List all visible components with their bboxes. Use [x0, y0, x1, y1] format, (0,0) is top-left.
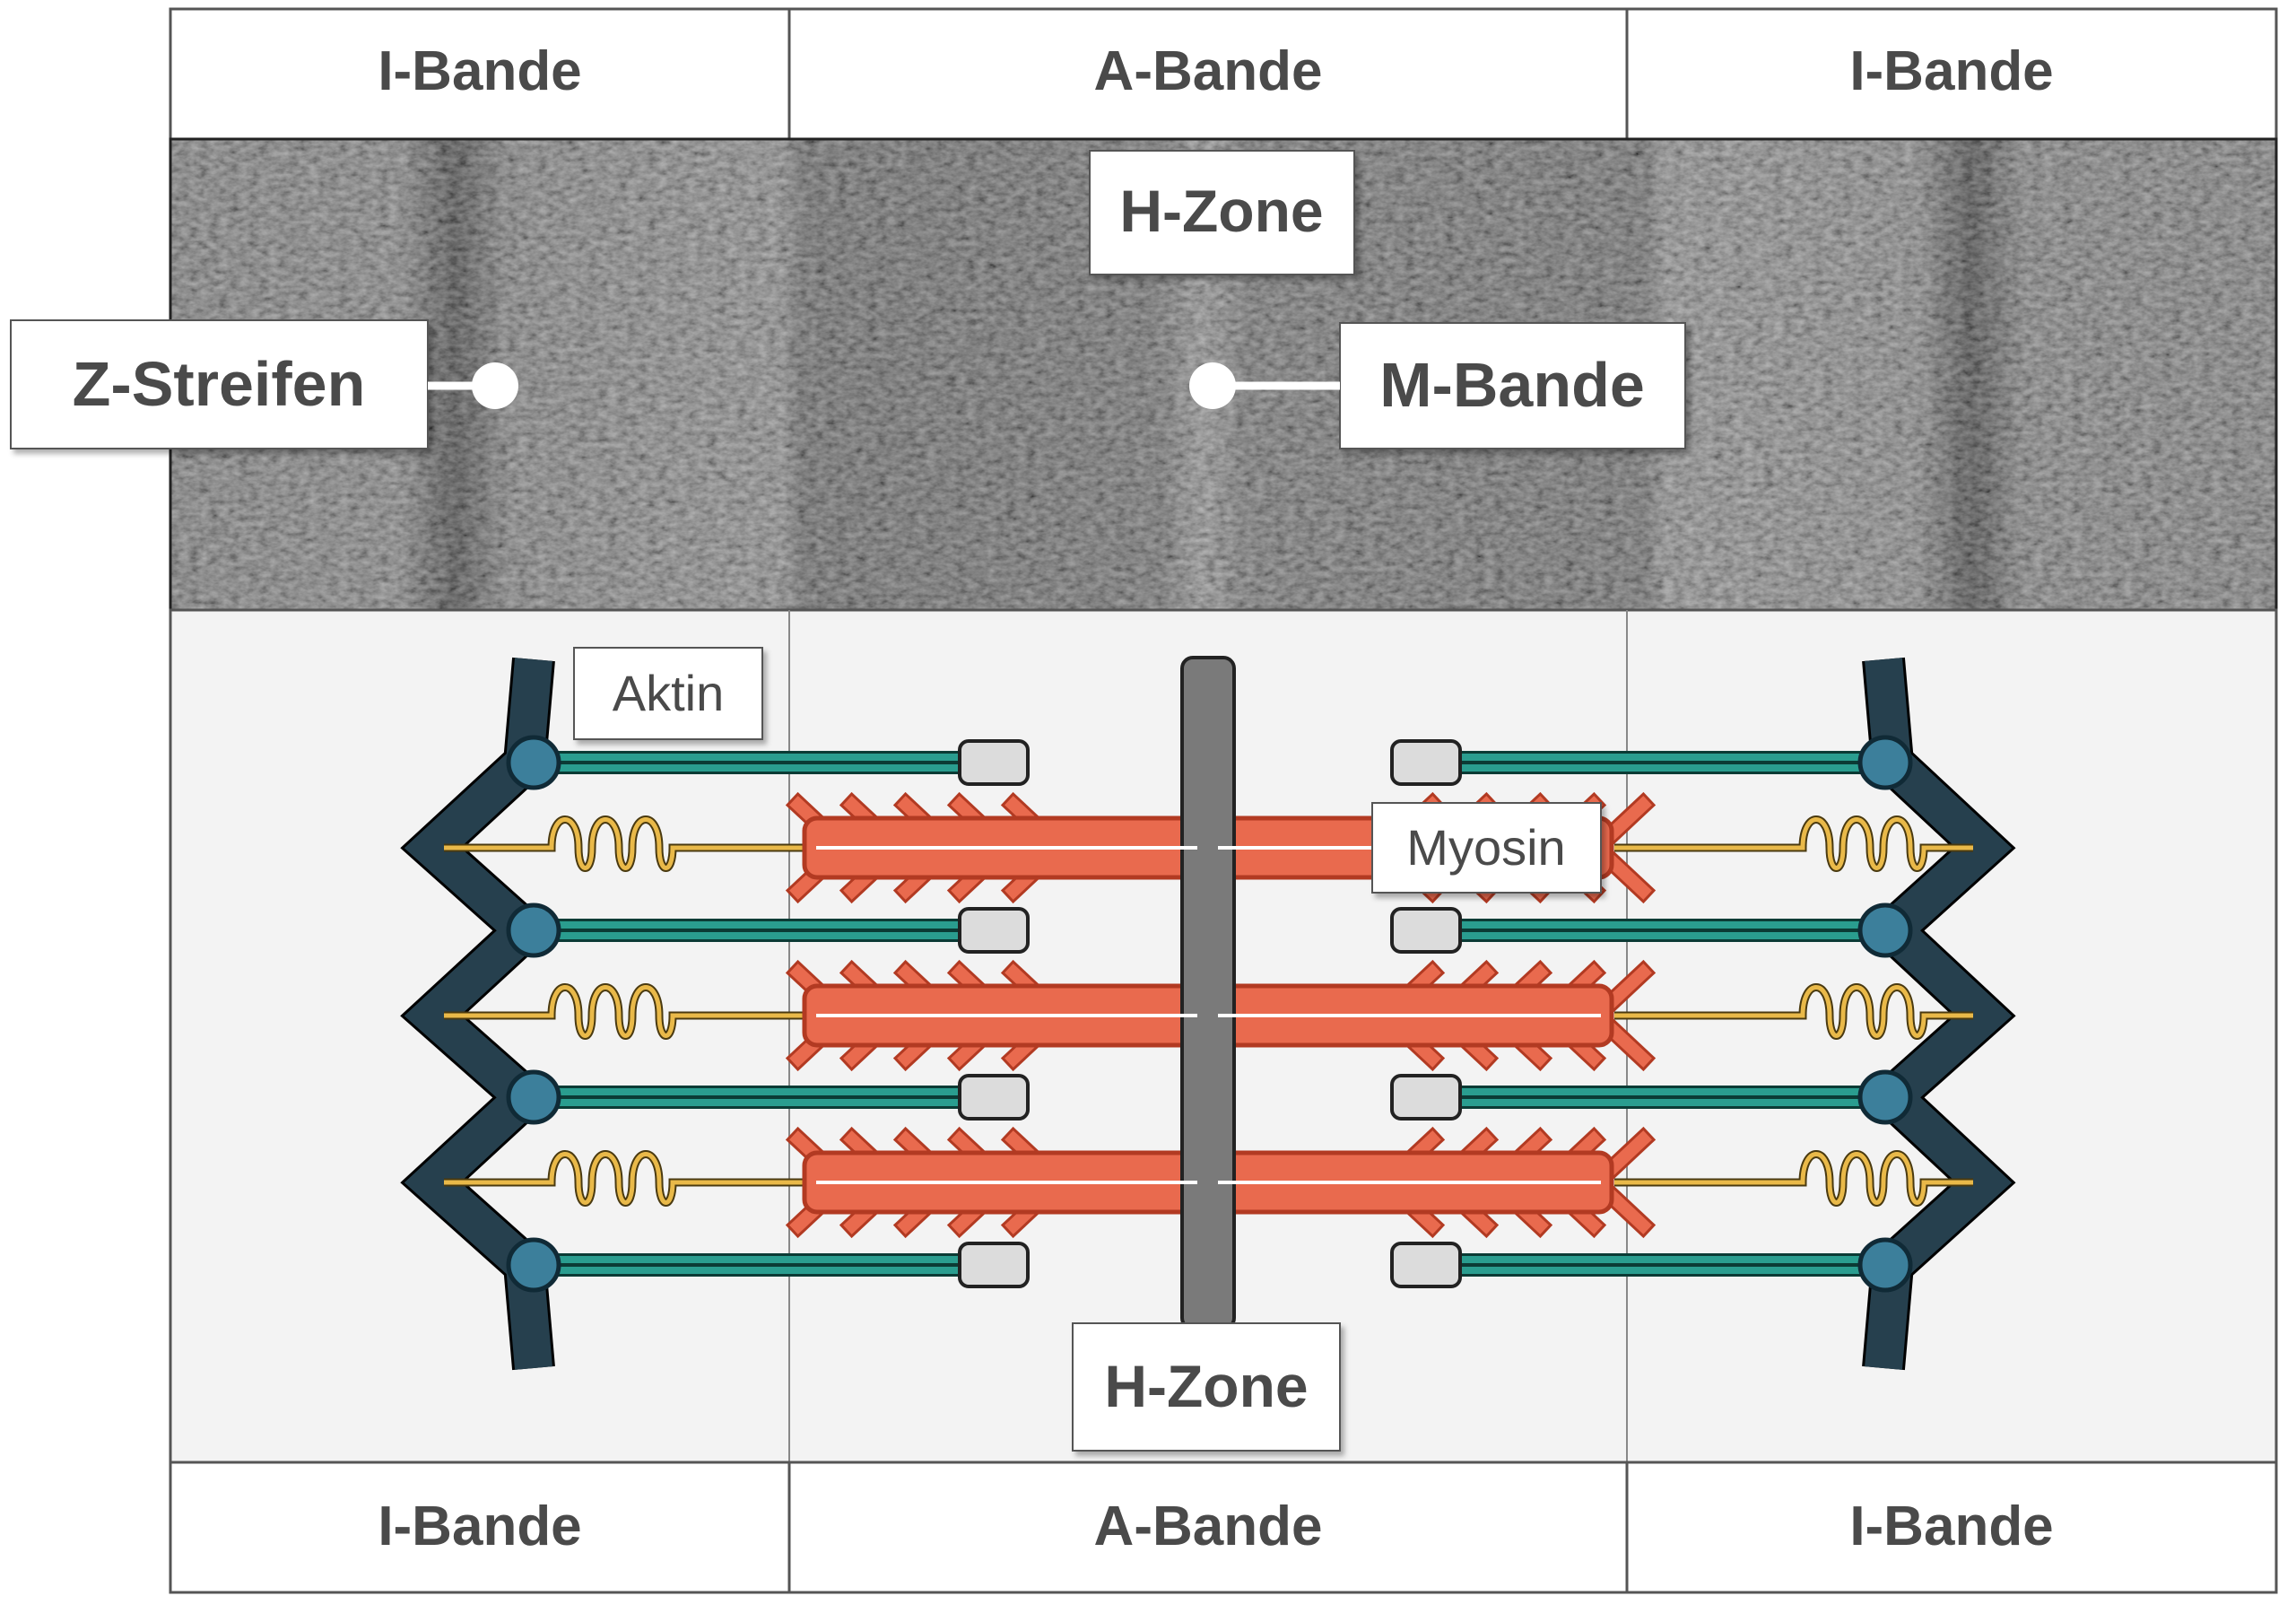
actin-node-left — [509, 1072, 559, 1122]
top-band-label-a: A-Bande — [1094, 40, 1323, 102]
actin-filament-left-strand — [531, 921, 967, 929]
actin-filament-left-strand — [531, 932, 967, 939]
bottom-band-label-i-left: I-Bande — [378, 1496, 581, 1557]
m-line-bar — [1182, 658, 1234, 1329]
top-band-strip: I-Bande A-Bande I-Bande — [170, 9, 2276, 139]
actin-filament-right-strand — [1455, 1088, 1891, 1095]
actin-filament-right-strand — [1455, 932, 1891, 939]
dot-pointer-icon — [472, 362, 518, 409]
top-band-label-i-left: I-Bande — [378, 40, 581, 102]
actin-filament-right-strand — [1455, 754, 1891, 761]
actin-filament-right-strand — [1455, 1267, 1891, 1274]
actin-node-right — [1860, 737, 1910, 788]
actin-filament-left-strand — [531, 754, 967, 761]
actin-node-right — [1860, 905, 1910, 955]
actin-filament-left-strand — [531, 764, 967, 772]
actin-cap-left — [960, 909, 1028, 952]
actin-node-left — [509, 737, 559, 788]
m-bande-label: M-Bande — [1379, 350, 1645, 420]
actin-filament-right-strand — [1455, 921, 1891, 929]
actin-node-left — [509, 905, 559, 955]
actin-cap-right — [1392, 909, 1460, 952]
bottom-band-label-a: A-Bande — [1094, 1496, 1323, 1557]
actin-node-right — [1860, 1240, 1910, 1290]
actin-cap-left — [960, 1243, 1028, 1286]
actin-filament-left-strand — [531, 1256, 967, 1263]
myosin-label: Myosin — [1406, 819, 1565, 876]
actin-cap-left — [960, 1076, 1028, 1119]
aktin-label: Aktin — [613, 665, 725, 721]
h-zone-label-top: H-Zone — [1119, 178, 1323, 244]
bottom-band-label-i-right: I-Bande — [1849, 1496, 2053, 1557]
top-band-label-i-right: I-Bande — [1849, 40, 2053, 102]
actin-cap-right — [1392, 1243, 1460, 1286]
actin-node-right — [1860, 1072, 1910, 1122]
actin-cap-right — [1392, 1076, 1460, 1119]
dot-pointer-icon — [1189, 362, 1236, 409]
actin-filament-left-strand — [531, 1099, 967, 1106]
actin-filament-left-strand — [531, 1088, 967, 1095]
actin-cap-left — [960, 741, 1028, 784]
h-zone-label-bottom: H-Zone — [1104, 1353, 1308, 1419]
actin-filament-right-strand — [1455, 764, 1891, 772]
actin-cap-right — [1392, 741, 1460, 784]
actin-filament-right-strand — [1455, 1256, 1891, 1263]
z-streifen-label: Z-Streifen — [73, 349, 366, 419]
bottom-band-strip: I-Bande A-Bande I-Bande — [170, 1462, 2276, 1592]
actin-node-left — [509, 1240, 559, 1290]
actin-filament-right-strand — [1455, 1099, 1891, 1106]
actin-filament-left-strand — [531, 1267, 967, 1274]
